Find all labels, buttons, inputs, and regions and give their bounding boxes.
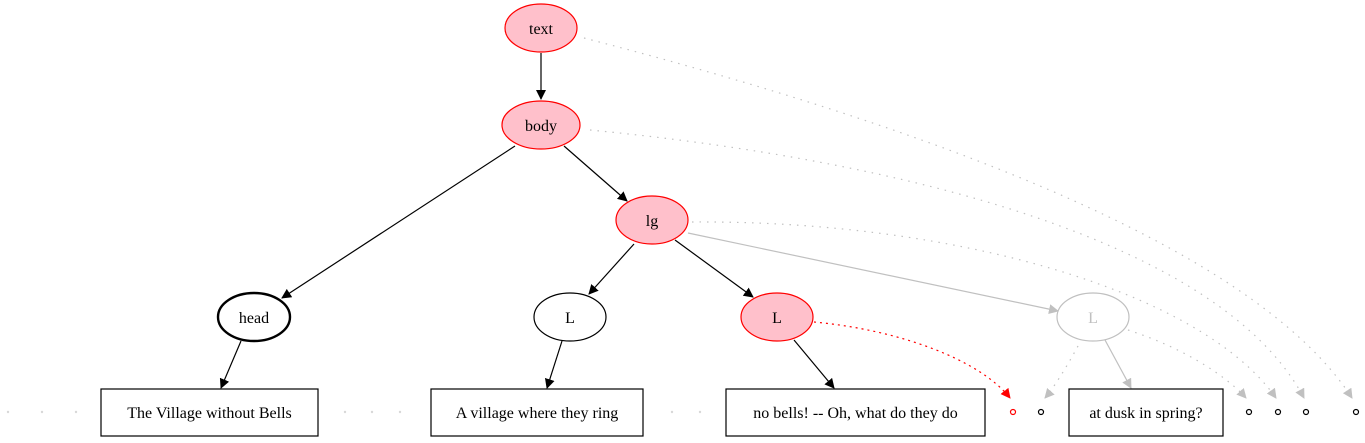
node-lg-shape (615, 195, 689, 245)
node-l2-label: L (772, 310, 782, 327)
baseline-dot (6, 410, 10, 414)
node-l2-shape (740, 292, 814, 342)
edge-body-lg (563, 145, 628, 202)
node-body-shape (501, 100, 581, 150)
terminal-points (1009, 408, 1360, 416)
arc-text-to-end (583, 37, 1353, 399)
terminal-point (1245, 408, 1253, 416)
leaf-title-text: The Village without Bells (127, 405, 292, 422)
edge-l2-line2 (793, 339, 835, 389)
node-body-label: body (525, 118, 557, 135)
arc-l2-to-gap (813, 321, 1011, 399)
leaf-line1: A village where they ring (430, 388, 644, 437)
baseline-dot (698, 410, 702, 414)
node-l1-label: L (565, 310, 575, 327)
baseline-dot (343, 410, 347, 414)
leaf-line3: at dusk in spring? (1068, 388, 1224, 437)
node-body: body (501, 100, 581, 150)
edge-l1-line1 (544, 340, 563, 389)
tree-edges (219, 53, 835, 389)
baseline-dot (40, 410, 44, 414)
terminal-point (1302, 408, 1310, 416)
leaf-line2-box (725, 388, 986, 437)
baseline-dot (74, 410, 78, 414)
node-l1-shape (533, 292, 607, 342)
edge-head-title (219, 340, 242, 389)
arc-l3-to-end (1127, 329, 1247, 399)
leaf-line2: no bells! -- Oh, what do they do (725, 388, 986, 437)
node-l3-shape (1056, 292, 1130, 342)
baseline-dot (670, 410, 674, 414)
node-l2: L (740, 292, 814, 342)
node-text: text (504, 3, 578, 53)
leaf-line1-text: A village where they ring (456, 405, 619, 422)
node-text-shape (504, 3, 578, 53)
node-l3-label: L (1088, 310, 1098, 327)
leaf-line3-text: at dusk in spring? (1089, 405, 1202, 422)
leaf-title-box (100, 388, 319, 437)
terminal-point (1037, 408, 1045, 416)
leaf-line2-text: no bells! -- Oh, what do they do (753, 405, 957, 422)
terminal-point (1274, 408, 1282, 416)
terminal-point-red (1009, 408, 1017, 416)
node-text-label: text (529, 21, 554, 38)
node-lg-label: lg (646, 213, 658, 230)
node-head-label: head (239, 310, 269, 327)
edge-lg-l1 (588, 243, 635, 295)
leaf-title: The Village without Bells (100, 388, 319, 437)
node-l1: L (533, 292, 607, 342)
terminal-point (1352, 408, 1360, 416)
baseline-dots (6, 410, 702, 414)
edge-body-head (281, 145, 516, 299)
edge-l3-line3 (1104, 339, 1132, 389)
leaf-line1-box (430, 388, 644, 437)
arc-body-to-end (589, 129, 1305, 399)
leaf-line3-box (1068, 388, 1224, 437)
node-lg: lg (615, 195, 689, 245)
baseline-dot (370, 410, 374, 414)
reference-arcs (583, 37, 1353, 399)
edge-lg-l3 (687, 232, 1059, 315)
node-head: head (216, 291, 292, 343)
edge-lg-l2 (674, 239, 754, 298)
tree-edges-muted (687, 232, 1132, 389)
node-head-shape (216, 291, 292, 343)
node-l3: L (1056, 292, 1130, 342)
baseline-dot (398, 410, 402, 414)
